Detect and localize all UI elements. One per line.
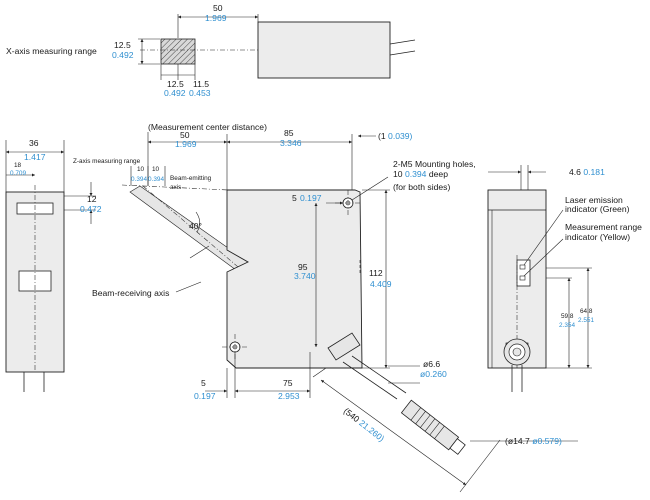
dim-11-5-in: 0.453 bbox=[189, 88, 211, 98]
svg-text:(1 0.039): (1 0.039) bbox=[378, 131, 413, 141]
beam-emitting-label: Beam-emitting bbox=[170, 175, 212, 182]
deep-word: deep bbox=[429, 169, 448, 179]
front-receiver bbox=[18, 270, 52, 292]
dim-95-in: 3.740 bbox=[294, 271, 316, 281]
dim-75-mm: 75 bbox=[283, 378, 293, 388]
phi66-in: ø0.260 bbox=[420, 369, 447, 379]
z-axis-range-label: Z-axis measuring range bbox=[73, 158, 141, 165]
beam-receiving-label: Beam-receiving axis bbox=[92, 288, 169, 298]
dim-4-6-mm: 4.6 bbox=[569, 167, 581, 177]
dim-5top-in: 0.197 bbox=[300, 193, 322, 203]
dim-50-in: 1.969 bbox=[205, 13, 227, 23]
cable-in: 21.260) bbox=[357, 418, 386, 444]
dim-112-mm: 112 bbox=[369, 268, 383, 278]
phi147-in: ø0.579) bbox=[532, 436, 562, 446]
svg-text:10 0.394 deep: 10 0.394 deep bbox=[393, 169, 448, 179]
dim-36-mm: 36 bbox=[29, 138, 39, 148]
dim-95-mm: 95 bbox=[298, 262, 308, 272]
dim-z10a-mm: 10 bbox=[137, 166, 145, 173]
dim-12-5b-mm: 12.5 bbox=[167, 79, 184, 89]
dim-4-6-in: 0.181 bbox=[583, 167, 605, 177]
dim-12-5b-in: 0.492 bbox=[164, 88, 186, 98]
dim-z10a-in: 0.394 bbox=[131, 176, 147, 183]
phi66-mm: ø6.6 bbox=[423, 359, 440, 369]
dim-112-in: 4.409 bbox=[370, 279, 392, 289]
range-indicator-label-2: indicator (Yellow) bbox=[565, 232, 630, 242]
dim-36-in: 1.417 bbox=[24, 152, 46, 162]
dim-5bot-in: 0.197 bbox=[194, 391, 216, 401]
phi147-mm: (ø14.7 bbox=[505, 436, 530, 446]
deep-in: 0.394 bbox=[405, 169, 427, 179]
angle-label: 40° bbox=[189, 221, 202, 231]
mounting-holes-label: 2-M5 Mounting holes, bbox=[393, 159, 476, 169]
dim-59-8-mm: 59.8 bbox=[561, 313, 574, 320]
dim-1-prefix: (1 bbox=[378, 131, 386, 141]
dim-59-8-in: 2.354 bbox=[559, 322, 575, 329]
cable-mm: (540 bbox=[342, 406, 362, 425]
front-view: 36 1.417 18 0.709 12 0.472 bbox=[5, 138, 102, 392]
top-view: X-axis measuring range 12.5 0.492 50 1.9… bbox=[6, 3, 416, 98]
dim-85-mm: 85 bbox=[284, 128, 294, 138]
dim-11-5-mm: 11.5 bbox=[193, 79, 209, 89]
svg-text:4.6 0.181: 4.6 0.181 bbox=[569, 167, 605, 177]
dim-64-8-mm: 64.8 bbox=[580, 308, 593, 315]
dim-12-5-in: 0.492 bbox=[112, 50, 134, 60]
dim-18-mm: 18 bbox=[14, 162, 22, 169]
x-range-hatch bbox=[160, 38, 196, 65]
dim-85-in: 3.346 bbox=[280, 138, 302, 148]
x-axis-range-label: X-axis measuring range bbox=[6, 46, 97, 56]
dim-1-in: 0.039) bbox=[388, 131, 413, 141]
dim-z10b-mm: 10 bbox=[152, 166, 160, 173]
dim-75-in: 2.953 bbox=[278, 391, 300, 401]
dim-12-in: 0.472 bbox=[80, 204, 102, 214]
deep-mm: 10 bbox=[393, 169, 403, 179]
dim-64-8-in: 2.551 bbox=[578, 317, 594, 324]
svg-text:(ø14.7 ø0.579): (ø14.7 ø0.579) bbox=[505, 436, 562, 446]
side-connector bbox=[327, 332, 361, 361]
side-body bbox=[226, 189, 363, 369]
both-sides-label: (for both sides) bbox=[393, 182, 450, 192]
dim-12-mm: 12 bbox=[87, 194, 97, 204]
indicator-window bbox=[516, 259, 531, 287]
range-indicator bbox=[519, 275, 526, 281]
dim-12-5-mm: 12.5 bbox=[114, 40, 131, 50]
range-indicator-label: Measurement range bbox=[565, 222, 642, 232]
rear-view: 4.6 0.181 Laser emission indicator (Gree… bbox=[487, 165, 642, 392]
connector-plug bbox=[400, 399, 466, 455]
dim-5top-mm: 5 bbox=[292, 193, 297, 203]
sensor-body-top bbox=[257, 21, 391, 79]
dim-50-mm: 50 bbox=[213, 3, 223, 13]
dim-mc50-mm: 50 bbox=[180, 130, 190, 140]
side-view: (Measurement center distance) 50 1.969 8… bbox=[73, 122, 578, 493]
dim-mc50-in: 1.969 bbox=[175, 139, 197, 149]
laser-indicator-label: Laser emission bbox=[565, 195, 623, 205]
dim-z10b-in: 0.394 bbox=[148, 176, 164, 183]
laser-indicator bbox=[519, 264, 526, 270]
measurement-center-label: (Measurement center distance) bbox=[148, 122, 267, 132]
dim-18-in: 0.709 bbox=[10, 170, 26, 177]
dim-5bot-mm: 5 bbox=[201, 378, 206, 388]
laser-indicator-label-2: indicator (Green) bbox=[565, 204, 630, 214]
